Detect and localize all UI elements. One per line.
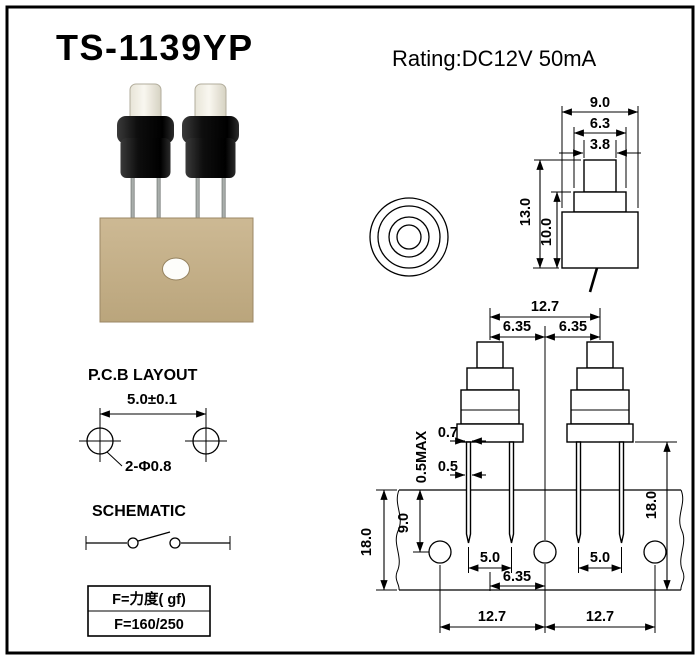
top-view-drawing [369, 197, 449, 277]
dim-half-pitch-right: 6.35 [559, 319, 587, 335]
dim-pitch-top: 12.7 [531, 299, 559, 315]
dim-hole-pitch-left: 12.7 [478, 609, 506, 625]
side-view-drawing: 9.0 6.3 3.8 13.0 10.0 [518, 95, 641, 293]
shoulder-profile [573, 191, 627, 213]
dim-side-width-outer: 9.0 [590, 95, 610, 111]
dim-center-to-hole: 6.35 [503, 569, 531, 585]
plunger-profile [583, 159, 617, 193]
lead-left-1 [465, 441, 472, 544]
dim-lead-span-right: 5.0 [590, 550, 610, 566]
rating-text: Rating:DC12V 50mA [392, 46, 597, 71]
dim-tape-width-left: 18.0 [359, 528, 375, 556]
tape-break-left [395, 489, 401, 591]
dim-side-height-body: 10.0 [539, 218, 555, 246]
front-switch-right [566, 341, 634, 544]
dim-lead-width-lower: 0.5 [438, 459, 458, 475]
sprocket-hole-middle [533, 540, 557, 564]
lead-wire [588, 267, 599, 293]
pcb-layout-heading: P.C.B LAYOUT [88, 367, 198, 384]
force-spec-box: F=力度( gf) F=160/250 [87, 585, 211, 637]
switch-body [120, 138, 171, 178]
schematic-heading: SCHEMATIC [92, 503, 186, 520]
dim-lead-thickness: 0.5MAX [414, 430, 430, 483]
pcb-layout-section: P.C.B LAYOUT 5.0±0.1 2-Φ0.8 [79, 367, 227, 475]
lead-left-2 [508, 441, 515, 544]
page-border [5, 5, 695, 655]
force-value: F=160/250 [114, 617, 184, 633]
pcb-hole-callout: 2-Φ0.8 [125, 458, 172, 475]
dim-hole-pitch-right: 12.7 [586, 609, 614, 625]
schematic-section: SCHEMATIC [85, 503, 231, 550]
switch-body-top [117, 116, 174, 144]
sprocket-hole-right [643, 540, 667, 564]
photo-switch-left [117, 83, 174, 178]
dim-side-width-mid: 6.3 [590, 116, 610, 132]
lead-right-1 [575, 441, 582, 544]
lead-right-2 [618, 441, 625, 544]
switch-body-top [182, 116, 239, 144]
cardboard-hole [162, 257, 190, 281]
tape-break-right [679, 489, 685, 591]
dim-lead-span-left: 5.0 [480, 550, 500, 566]
body-profile [561, 211, 639, 269]
product-photo [99, 83, 254, 323]
switch-body [185, 138, 236, 178]
front-view-drawing: 12.7 6.35 6.35 0.7 0.5 0.5MAX 9.0 18.0 1… [359, 299, 685, 633]
page-title: TS-1139YP [56, 27, 254, 68]
dim-lead-width-upper: 0.7 [438, 425, 458, 441]
dim-side-width-plunger: 3.8 [590, 137, 610, 153]
switch-legs-photo [130, 171, 226, 225]
dim-half-pitch-left: 6.35 [503, 319, 531, 335]
dim-side-height-total: 13.0 [518, 198, 534, 226]
front-switch-left [456, 341, 524, 544]
sprocket-hole-left [428, 540, 452, 564]
switch-symbol [85, 531, 231, 550]
photo-switch-right [182, 83, 239, 178]
dim-tape-width-right: 18.0 [644, 491, 660, 519]
carrier-tape [395, 489, 685, 591]
force-label: F=力度( gf) [112, 590, 186, 608]
hole-callout-leader [106, 451, 123, 467]
pcb-pitch-label: 5.0±0.1 [127, 391, 177, 408]
dim-tape-hole-offset: 9.0 [396, 513, 412, 533]
